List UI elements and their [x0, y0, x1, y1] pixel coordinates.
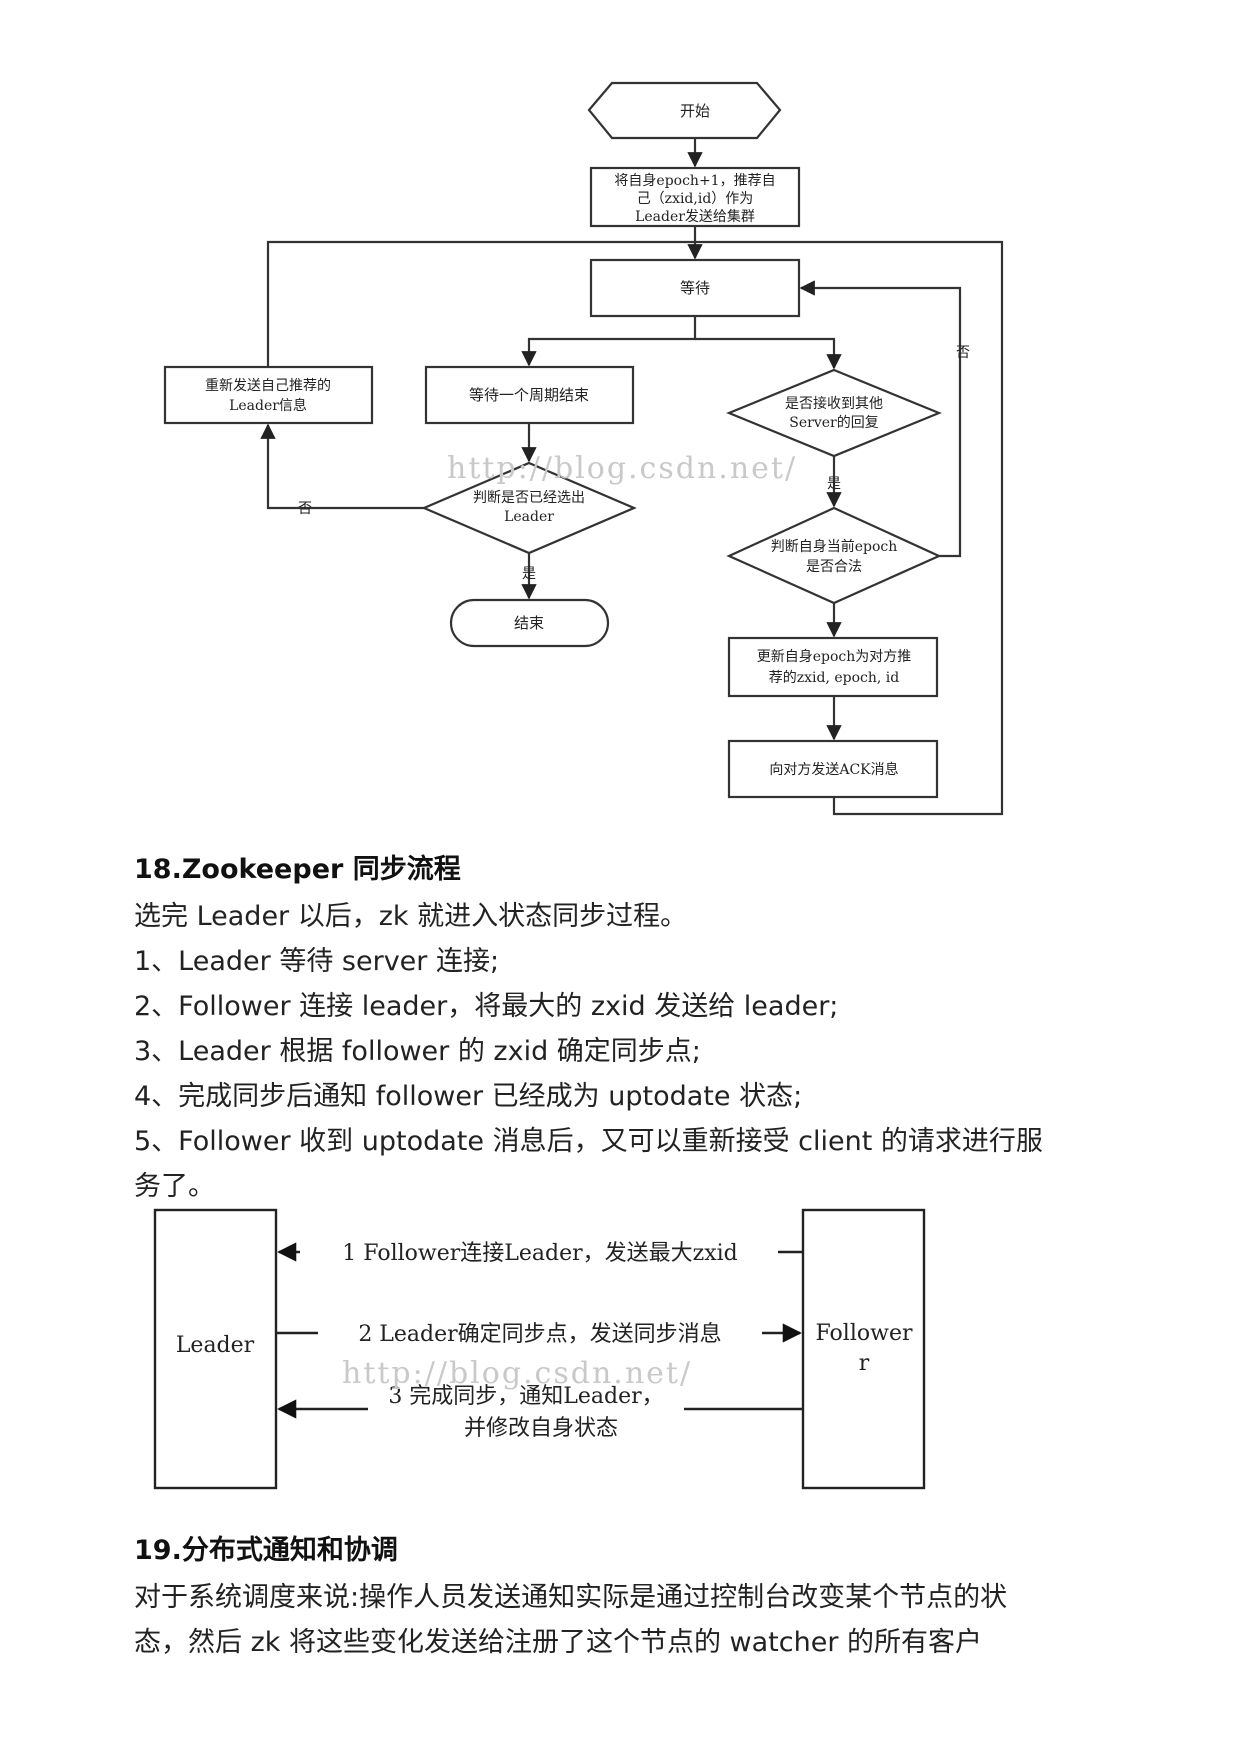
- end-node: [449, 598, 610, 648]
- start-node: [587, 81, 782, 140]
- update-line-1: 更新自身epoch为对方推: [757, 649, 912, 665]
- no-label-leader: 否: [298, 501, 312, 517]
- follower-label-2: r: [859, 1351, 870, 1376]
- epoch-check-line-2: 是否合法: [806, 559, 862, 575]
- section-18-line-1: 1、Leader 等待 server 连接;: [134, 946, 500, 977]
- leader-check-line-1: 判断是否已经选出: [473, 490, 585, 506]
- section-18-line-6: 务了。: [134, 1171, 215, 1202]
- received-line-2: Server的回复: [789, 414, 878, 431]
- msg-3-line-1: 3 完成同步，通知Leader，: [388, 1384, 663, 1409]
- watermark-1: http://blog.csdn.net/: [447, 451, 797, 486]
- yes-label-received: 是: [827, 476, 841, 492]
- watermark-2: http://blog.csdn.net/: [342, 1356, 692, 1391]
- end-label: 结束: [514, 614, 544, 632]
- flow-connectors: [260, 138, 1004, 816]
- msg-2: 2 Leader确定同步点，发送同步消息: [358, 1322, 721, 1347]
- resend-line-1: 重新发送自己推荐的: [205, 378, 331, 394]
- init-line-2: 己（zxid,id）作为: [637, 191, 754, 207]
- epoch-check-diamond: [726, 506, 942, 605]
- wait-label: 等待: [680, 279, 710, 297]
- wait-period-label: 等待一个周期结束: [469, 386, 589, 404]
- follower-box: [801, 1208, 926, 1490]
- leader-check-line-2: Leader: [504, 509, 554, 525]
- received-diamond: [726, 368, 942, 458]
- section-19-line-1: 态，然后 zk 将这些变化发送给注册了这个节点的 watcher 的所有客户: [134, 1627, 983, 1658]
- update-line-2: 荐的zxid, epoch, id: [769, 670, 900, 686]
- section-18-line-2: 2、Follower 连接 leader，将最大的 zxid 发送给 leade…: [134, 991, 839, 1022]
- init-line-3: Leader发送给集群: [635, 208, 755, 225]
- init-line-1: 将自身epoch+1，推荐自: [614, 173, 775, 189]
- section-18-heading: 18.Zookeeper 同步流程: [134, 854, 461, 885]
- ack-label: 向对方发送ACK消息: [769, 761, 898, 778]
- section-18-line-5: 5、Follower 收到 uptodate 消息后，又可以重新接受 clien…: [134, 1126, 1043, 1157]
- resend-line-2: Leader信息: [229, 397, 307, 414]
- section-19-line-0: 对于系统调度来说:操作人员发送通知实际是通过控制台改变某个节点的状: [134, 1582, 1008, 1613]
- section-19-heading: 19.分布式通知和协调: [134, 1535, 398, 1566]
- section-18-line-4: 4、完成同步后通知 follower 已经成为 uptodate 状态;: [134, 1081, 803, 1112]
- section-18: 18.Zookeeper 同步流程 选完 Leader 以后，zk 就进入状态同…: [134, 852, 1043, 1209]
- yes-label-leader: 是: [522, 566, 536, 582]
- start-label: 开始: [680, 102, 710, 120]
- sync-sequence-diagram: Leader Follower r 1 Follower连接Leader，发送最…: [153, 1208, 926, 1490]
- leader-label: Leader: [176, 1333, 255, 1358]
- received-line-1: 是否接收到其他: [785, 395, 883, 412]
- section-18-line-0: 选完 Leader 以后，zk 就进入状态同步过程。: [134, 901, 688, 932]
- msg-3-line-2: 并修改自身状态: [464, 1416, 618, 1441]
- msg-1: 1 Follower连接Leader，发送最大zxid: [342, 1241, 737, 1266]
- leader-box: [153, 1208, 278, 1490]
- follower-label-1: Follower: [816, 1321, 913, 1346]
- section-18-line-3: 3、Leader 根据 follower 的 zxid 确定同步点;: [134, 1036, 701, 1067]
- epoch-check-line-1: 判断自身当前epoch: [771, 538, 898, 555]
- leader-election-flowchart: 开始 将自身epoch+1，推荐自 己（zxid,id）作为 Leader发送给…: [163, 81, 1004, 816]
- section-19: 19.分布式通知和协调 对于系统调度来说:操作人员发送通知实际是通过控制台改变某…: [134, 1533, 1007, 1665]
- resend-box: [163, 365, 374, 425]
- no-label-epoch: 否: [956, 345, 970, 361]
- update-box: [727, 636, 939, 698]
